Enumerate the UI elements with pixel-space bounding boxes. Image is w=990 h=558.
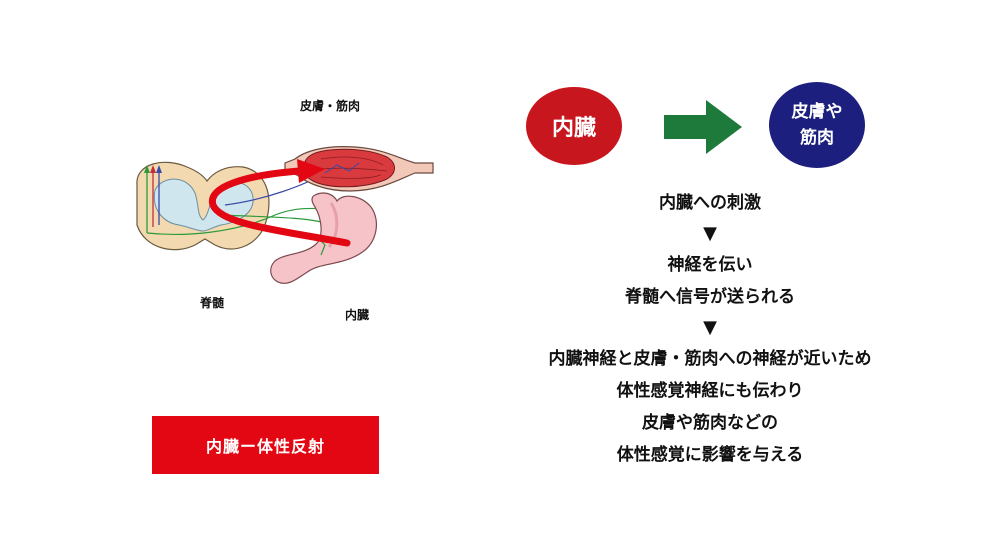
anatomy-illustration <box>136 146 434 284</box>
step-visceral-stimulus: 内臓への刺激 <box>659 193 761 213</box>
step-spinal-signal: 脊髄へ信号が送られる <box>625 287 795 307</box>
viscera-circle-label: 内臓 <box>551 116 596 141</box>
step-nerve-transmission: 神経を伝い <box>667 255 753 275</box>
muscle-illustration <box>284 146 434 192</box>
spinal-cord-label: 脊髄 <box>200 296 225 310</box>
step-skin-muscle: 皮膚や筋肉などの <box>642 413 778 433</box>
step-nerve-proximity: 内臓神経と皮膚・筋肉への神経が近いため <box>548 349 872 369</box>
reflex-arrow-icon <box>208 159 351 247</box>
skin-muscle-circle-line2: 筋肉 <box>800 128 834 148</box>
green-right-arrow-icon <box>664 100 742 154</box>
skin-muscle-label: 皮膚・筋肉 <box>300 99 361 113</box>
skin-muscle-circle: 皮膚や 筋肉 <box>769 82 865 168</box>
skin-muscle-circle-line1: 皮膚や <box>791 102 843 122</box>
reflex-title-banner: 内臓ー体性反射 <box>152 416 379 474</box>
viscera-circle: 内臓 <box>526 87 622 165</box>
step-somatic-effect: 体性感覚に影響を与える <box>616 445 804 465</box>
reflex-steps: 内臓への刺激 ▼ 神経を伝い 脊髄へ信号が送られる ▼ 内臓神経と皮膚・筋肉への… <box>500 187 920 471</box>
step-arrow-1: ▼ <box>703 223 717 244</box>
step-arrow-2: ▼ <box>703 317 717 338</box>
viscera-label: 内臓 <box>345 308 370 322</box>
step-somatic-transmission: 体性感覚神経にも伝わり <box>616 381 804 401</box>
